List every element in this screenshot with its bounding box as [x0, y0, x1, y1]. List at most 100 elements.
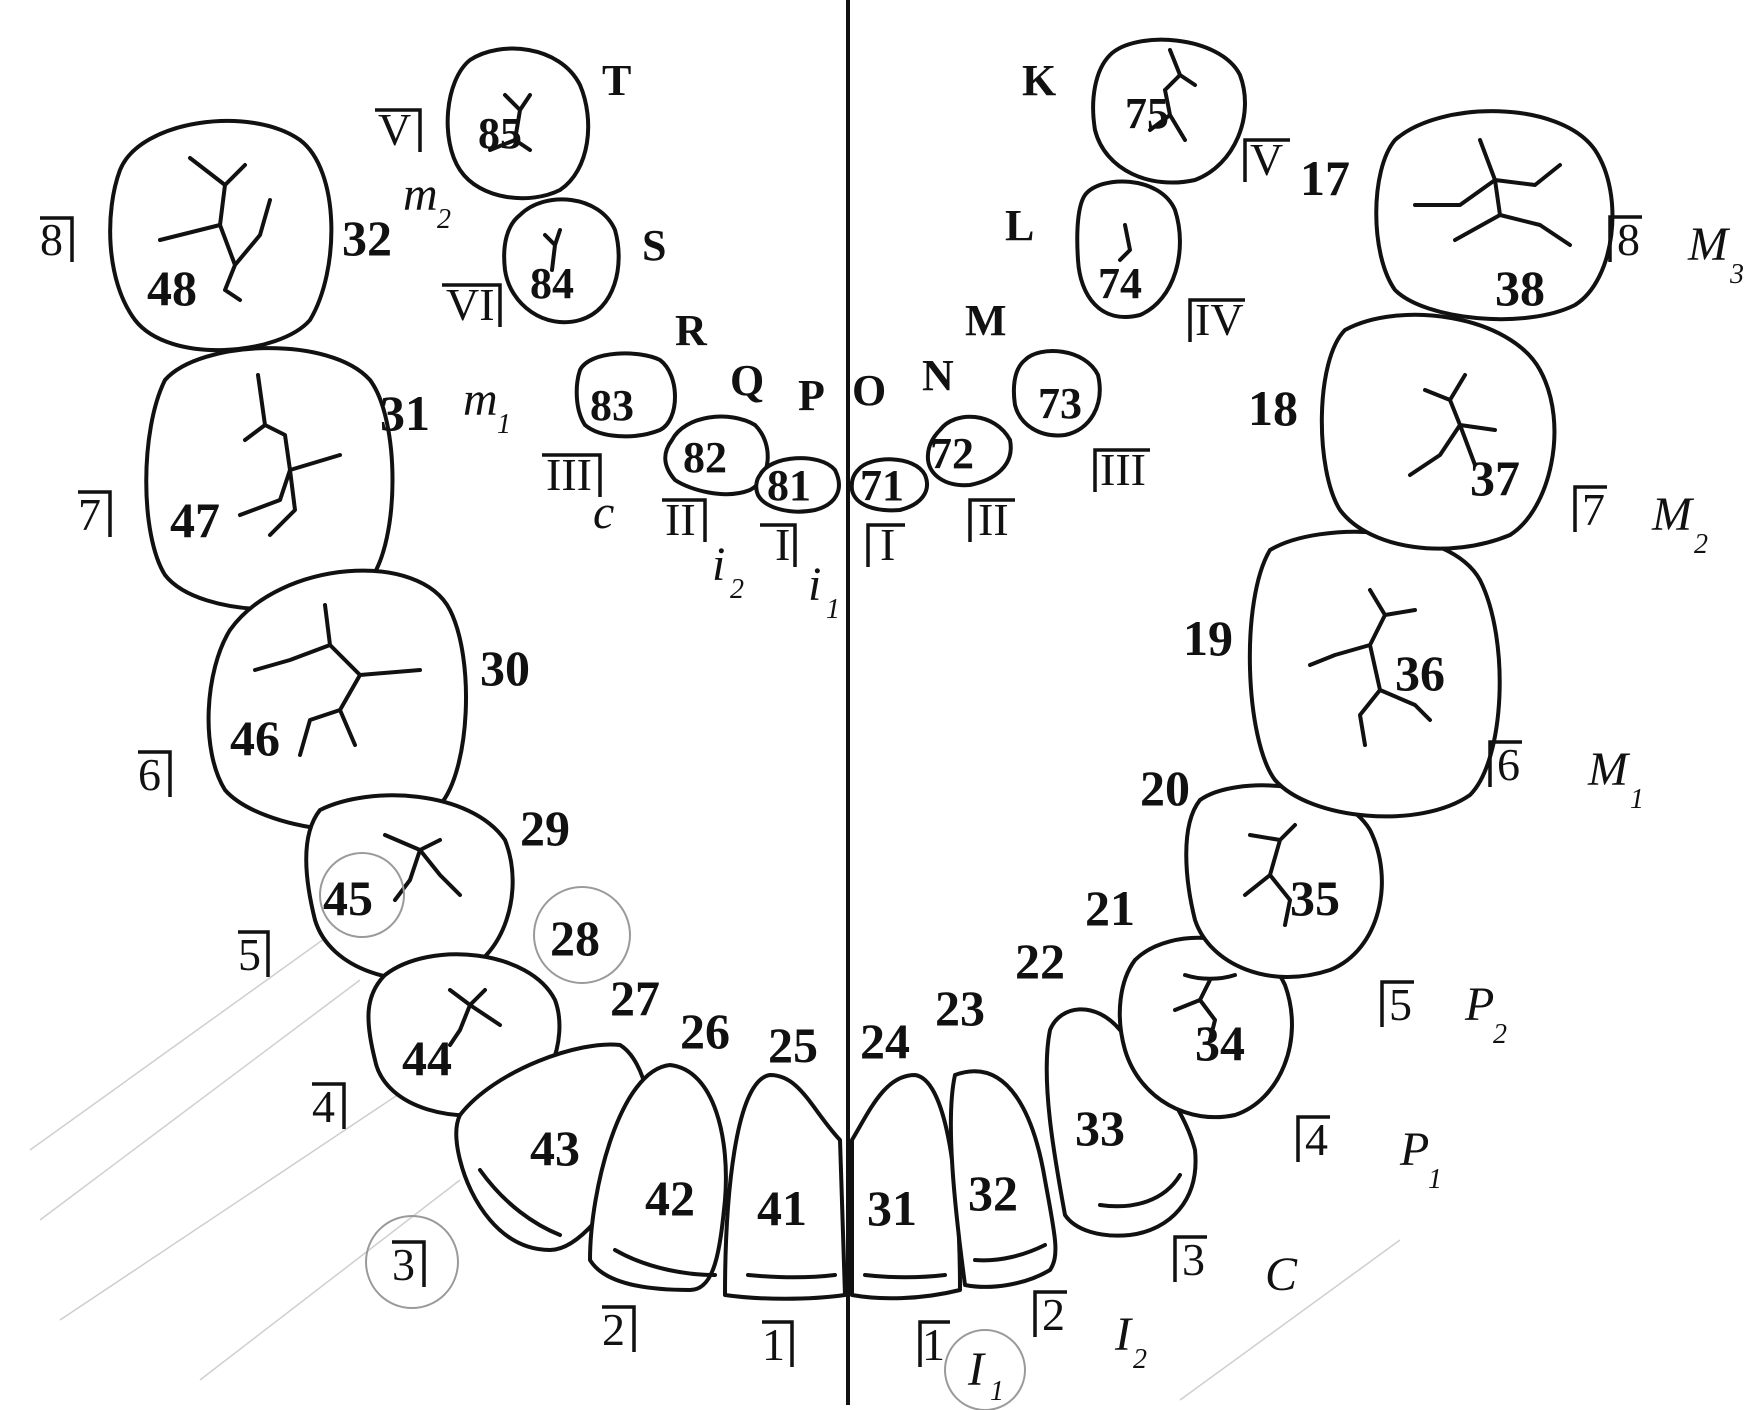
- class-I2-sub: 2: [1133, 1344, 1147, 1375]
- primary-letters: T S R Q P O N M L K: [602, 56, 1056, 420]
- palmer-7-left: 7: [1573, 484, 1607, 535]
- class-P1-sub: 1: [1428, 1164, 1442, 1195]
- tooth-35-fdi: 35: [1290, 870, 1340, 926]
- universal-18: 18: [1248, 380, 1298, 436]
- tooth-71-fdi: 71: [860, 461, 904, 510]
- tooth-75: 75: [1091, 37, 1247, 185]
- palmer-I-right-value: I: [775, 519, 790, 570]
- class-M3-letter: M: [1687, 218, 1731, 271]
- letter-T: T: [602, 56, 631, 105]
- palmer-6-right-value: 6: [138, 749, 161, 800]
- palmer-4-left: 4: [1296, 1114, 1330, 1165]
- tooth-47: 47: [144, 346, 395, 612]
- class-M1-letter: M: [1587, 743, 1631, 796]
- palmer-VI-right: VI: [442, 279, 502, 330]
- tooth-46: 46: [206, 568, 468, 833]
- palmer-2-left: 2: [1033, 1289, 1067, 1340]
- palmer-2-right-value: 2: [602, 1304, 625, 1355]
- palmer-4-right-value: 4: [312, 1081, 335, 1132]
- palmer-3-left: 3: [1173, 1234, 1207, 1285]
- tooth-73: 73: [1011, 349, 1102, 438]
- universal-22: 22: [1015, 933, 1065, 989]
- class-M1: M1: [1587, 743, 1644, 815]
- palmer-3-left-value: 3: [1182, 1234, 1205, 1285]
- universal-31: 31: [380, 385, 430, 441]
- tooth-32-fdi: 32: [968, 1165, 1018, 1221]
- palmer-I-left: I: [866, 519, 905, 570]
- universal-32: 32: [342, 210, 392, 266]
- class-c-letter: c: [593, 486, 614, 539]
- universal-28: 28: [550, 910, 600, 966]
- palmer-6-left: 6: [1488, 739, 1522, 790]
- tooth-84-fdi: 84: [530, 259, 574, 308]
- palmer-7-left-value: 7: [1582, 484, 1605, 535]
- class-P1: P1: [1399, 1123, 1442, 1195]
- tooth-82-fdi: 82: [683, 433, 727, 482]
- tooth-44-fdi: 44: [402, 1030, 452, 1086]
- palmer-VI-right-value: VI: [446, 279, 495, 330]
- palmer-permanent-right: 8 7 6 5 4 3 2 1: [40, 214, 794, 1370]
- class-i2-sub: 2: [730, 574, 744, 605]
- class-m1-sub: 1: [497, 409, 511, 440]
- palmer-1-left: 1: [918, 1319, 950, 1370]
- palmer-4-right: 4: [312, 1081, 346, 1132]
- class-M3: M3: [1687, 218, 1744, 290]
- palmer-I-right: I: [760, 519, 797, 570]
- universal-25: 25: [768, 1017, 818, 1073]
- palmer-V-left: V: [1243, 134, 1290, 185]
- class-c: c: [593, 486, 614, 539]
- palmer-V-right-value: V: [378, 104, 411, 155]
- tooth-48-fdi: 48: [147, 260, 197, 316]
- palmer-1-right: 1: [762, 1319, 794, 1370]
- palmer-8-left-value: 8: [1617, 214, 1640, 265]
- tooth-45: 45: [304, 793, 515, 982]
- tooth-42-fdi: 42: [645, 1170, 695, 1226]
- universal-23: 23: [935, 980, 985, 1036]
- palmer-II-left-value: II: [978, 494, 1009, 545]
- palmer-III-right-value: III: [546, 449, 592, 500]
- universal-29: 29: [520, 800, 570, 856]
- palmer-V-right: V: [375, 104, 422, 155]
- palmer-III-left: III: [1093, 444, 1150, 495]
- universal-19: 19: [1183, 610, 1233, 666]
- universal-26: 26: [680, 1003, 730, 1059]
- palmer-7-right: 7: [78, 489, 112, 540]
- palmer-8-right-value: 8: [40, 214, 63, 265]
- class-M3-sub: 3: [1729, 259, 1744, 290]
- tooth-43-fdi: 43: [530, 1120, 580, 1176]
- tooth-85-fdi: 85: [478, 109, 522, 158]
- palmer-7-right-value: 7: [78, 489, 101, 540]
- tooth-33-fdi: 33: [1075, 1100, 1125, 1156]
- letter-P: P: [798, 371, 825, 420]
- class-P2-letter: P: [1464, 978, 1494, 1031]
- universal-30: 30: [480, 640, 530, 696]
- tooth-41-fdi: 41: [757, 1180, 807, 1236]
- palmer-2-left-value: 2: [1042, 1289, 1065, 1340]
- palmer-6-left-value: 6: [1497, 739, 1520, 790]
- universal-24: 24: [860, 1013, 910, 1069]
- universal-27: 27: [610, 970, 660, 1026]
- palmer-1-right-value: 1: [762, 1319, 785, 1370]
- tooth-47-fdi: 47: [170, 492, 220, 548]
- tooth-83-fdi: 83: [590, 381, 634, 430]
- tooth-31: 31: [850, 1073, 962, 1301]
- letter-R: R: [675, 306, 708, 355]
- palmer-8-right: 8: [40, 214, 74, 265]
- class-m2-sub: 2: [437, 204, 451, 235]
- palmer-5-left-value: 5: [1389, 979, 1412, 1030]
- class-P2-sub: 2: [1493, 1019, 1507, 1050]
- tooth-85: 85: [445, 46, 591, 201]
- letter-N: N: [922, 351, 954, 400]
- palmer-IV-left-value: IV: [1195, 294, 1244, 345]
- class-i1-letter: i: [808, 558, 821, 611]
- tooth-36: 36: [1247, 529, 1502, 819]
- class-C-letter: C: [1265, 1248, 1298, 1301]
- class-P2: P2: [1464, 978, 1507, 1050]
- class-M2-sub: 2: [1694, 529, 1708, 560]
